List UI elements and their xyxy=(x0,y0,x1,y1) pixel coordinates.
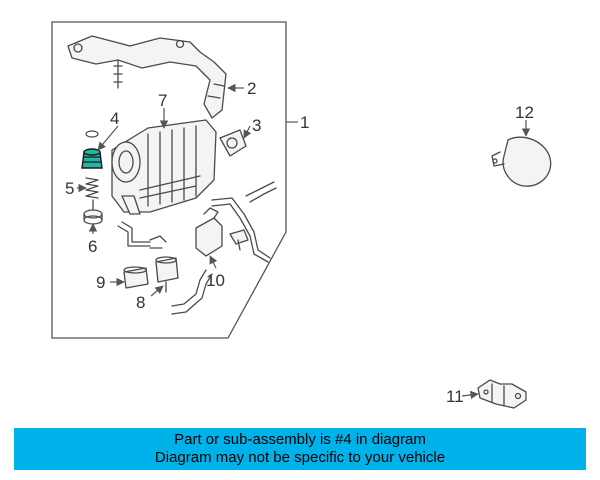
callout-9: 9 xyxy=(96,273,105,292)
callout-4: 4 xyxy=(110,109,119,128)
cover[interactable] xyxy=(491,136,552,187)
bracket-11[interactable] xyxy=(477,379,527,409)
callout-6: 6 xyxy=(88,237,97,256)
banner-line-1: Part or sub-assembly is #4 in diagram xyxy=(174,431,426,448)
isolator-block[interactable] xyxy=(123,266,149,289)
assembly-outline xyxy=(51,21,287,339)
callout-8: 8 xyxy=(136,293,145,312)
callout-3: 3 xyxy=(252,116,261,135)
spring[interactable] xyxy=(85,177,99,199)
leader-lines xyxy=(77,83,531,400)
banner-line-2: Diagram may not be specific to your vehi… xyxy=(154,449,446,466)
hose[interactable] xyxy=(171,269,213,315)
callout-7: 7 xyxy=(158,91,167,110)
air-line[interactable] xyxy=(117,181,277,263)
mount[interactable] xyxy=(83,199,103,225)
callout-11: 11 xyxy=(446,387,464,406)
isolator-part-4[interactable] xyxy=(81,130,103,169)
compressor[interactable] xyxy=(111,119,217,215)
callout-12: 12 xyxy=(515,103,534,122)
valve[interactable] xyxy=(195,207,249,257)
callout-1: 1 xyxy=(300,113,309,132)
gasket[interactable] xyxy=(219,129,247,157)
callout-10: 10 xyxy=(206,271,225,290)
callout-2: 2 xyxy=(247,79,256,98)
bracket-bolt[interactable] xyxy=(155,256,179,293)
info-banner: Part or sub-assembly is #4 in diagram Di… xyxy=(14,428,586,470)
callout-5: 5 xyxy=(65,179,74,198)
mounting-bracket[interactable] xyxy=(67,35,227,119)
